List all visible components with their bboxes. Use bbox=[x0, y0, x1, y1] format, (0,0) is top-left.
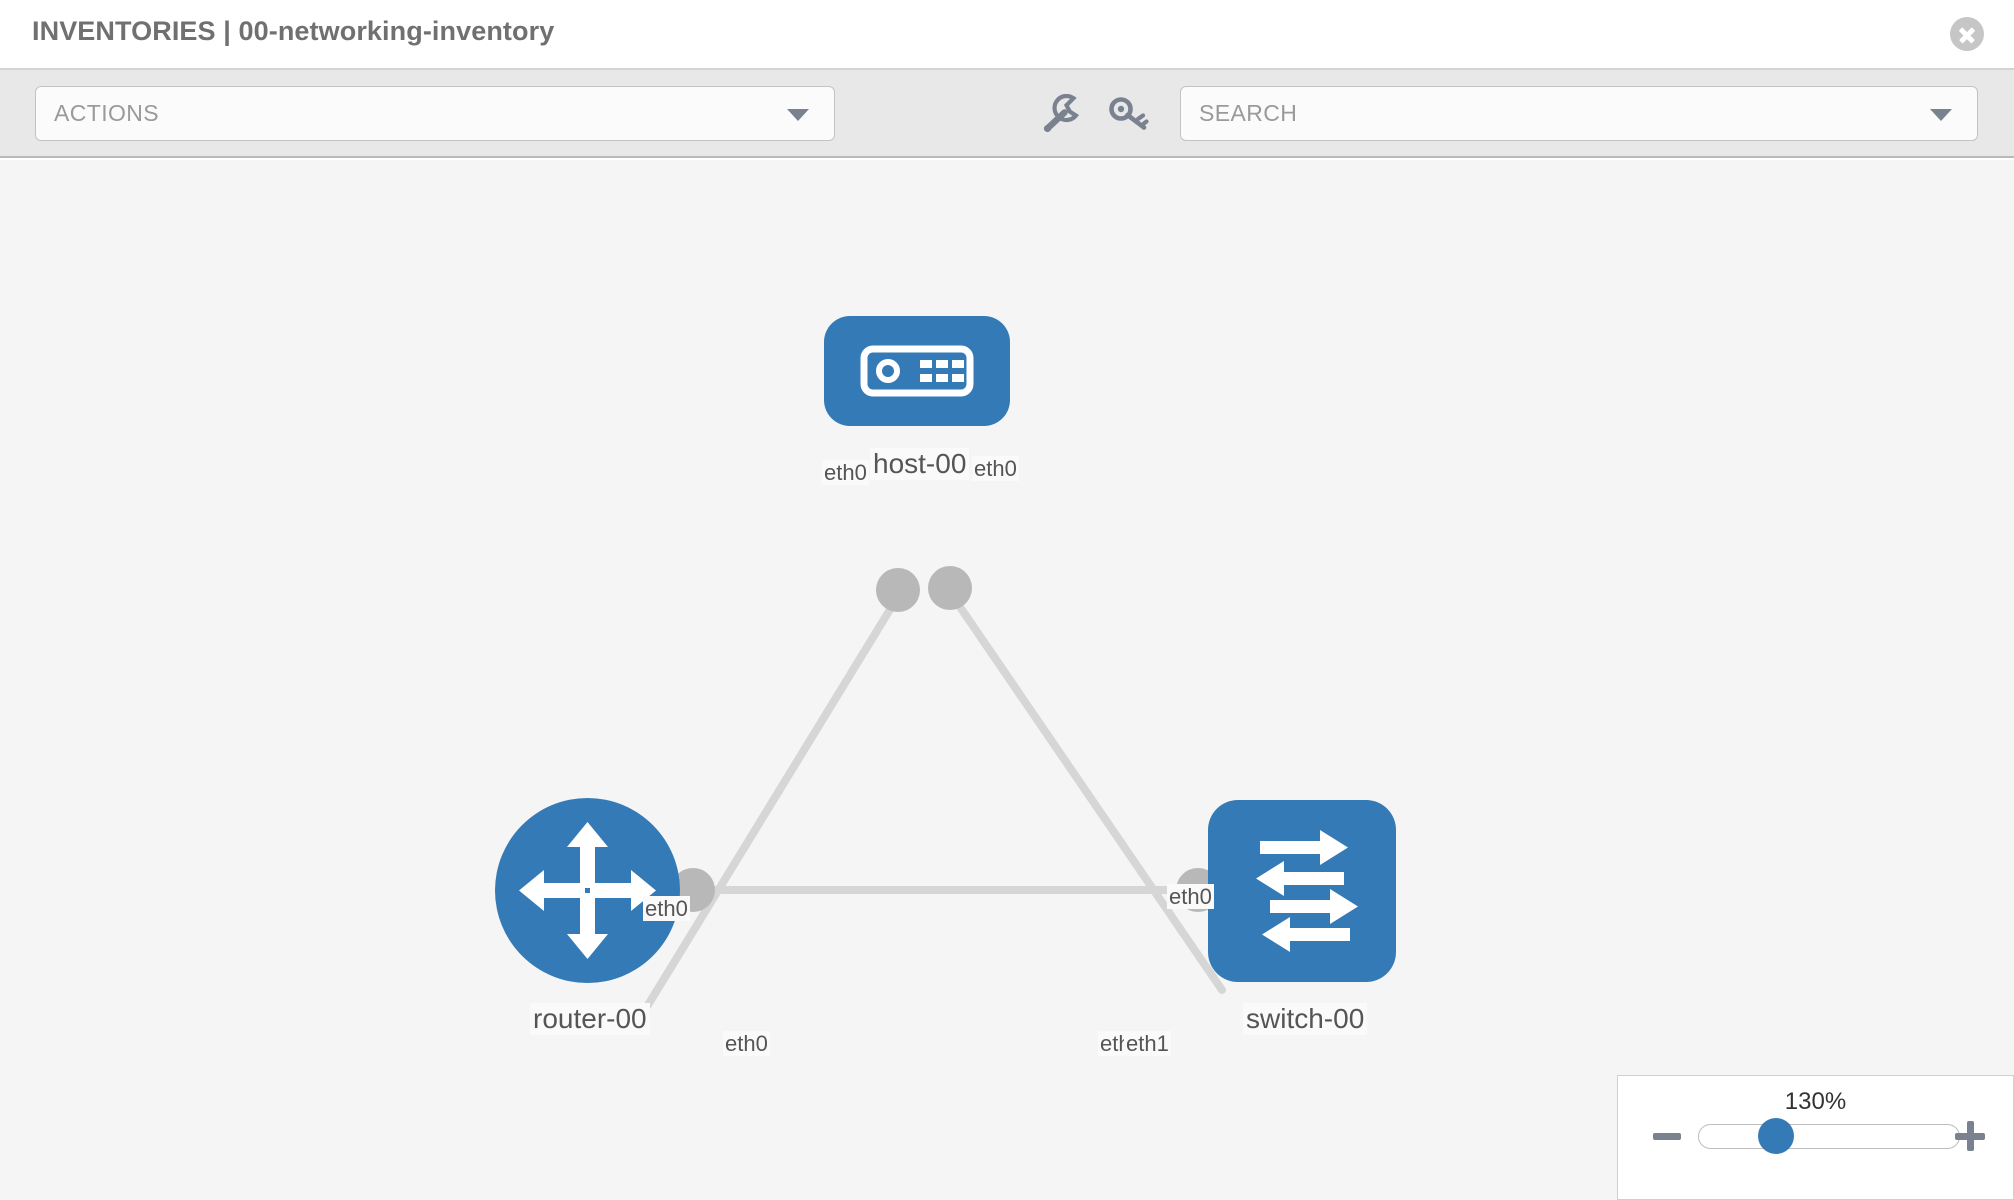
zoom-control-panel: 130% bbox=[1617, 1075, 2014, 1200]
connector-host-right bbox=[928, 566, 972, 610]
zoom-slider-handle[interactable] bbox=[1758, 1118, 1794, 1154]
connector-host-left bbox=[876, 568, 920, 612]
zoom-level-label: 130% bbox=[1784, 1088, 1847, 1115]
actions-dropdown-label: ACTIONS bbox=[54, 100, 160, 126]
edge-label-switch-upper: eth0 bbox=[1167, 884, 1214, 910]
edge-label-host-left: eth0 bbox=[822, 460, 869, 486]
search-placeholder: SEARCH bbox=[1199, 100, 1298, 126]
node-router-00[interactable] bbox=[495, 798, 680, 983]
edge-label-host-right: eth0 bbox=[972, 456, 1019, 482]
node-label-host-00: host-00 bbox=[870, 448, 970, 481]
minus-icon[interactable] bbox=[1653, 1133, 1681, 1140]
edge-label-router-upper: eth0 bbox=[643, 896, 690, 922]
wrench-icon[interactable] bbox=[1040, 94, 1082, 134]
node-label-router-00: router-00 bbox=[530, 1003, 650, 1036]
search-input[interactable]: SEARCH bbox=[1180, 86, 1978, 141]
node-host-00[interactable] bbox=[824, 316, 1010, 426]
close-icon[interactable] bbox=[1950, 17, 1984, 51]
zoom-slider-track[interactable] bbox=[1698, 1124, 1960, 1149]
link-host-router bbox=[644, 581, 909, 1009]
actions-dropdown[interactable]: ACTIONS bbox=[35, 86, 835, 141]
edge-label-switch-left-b: eth1 bbox=[1124, 1031, 1171, 1057]
edge-label-router-right: eth0 bbox=[723, 1031, 770, 1057]
chevron-down-icon bbox=[1930, 109, 1952, 121]
key-icon[interactable] bbox=[1108, 94, 1150, 134]
plus-icon[interactable] bbox=[1955, 1121, 1985, 1151]
topology-canvas[interactable]: host-00 eth0 eth0 bbox=[0, 160, 2014, 1200]
toolbar: ACTIONS SEARCH bbox=[0, 70, 2014, 158]
node-label-switch-00: switch-00 bbox=[1243, 1003, 1368, 1036]
page-header: INVENTORIES | 00-networking-inventory bbox=[0, 0, 2014, 70]
link-host-switch bbox=[941, 581, 1226, 994]
node-switch-00[interactable] bbox=[1208, 800, 1396, 982]
page-title: INVENTORIES | 00-networking-inventory bbox=[32, 16, 555, 46]
chevron-down-icon bbox=[787, 109, 809, 121]
